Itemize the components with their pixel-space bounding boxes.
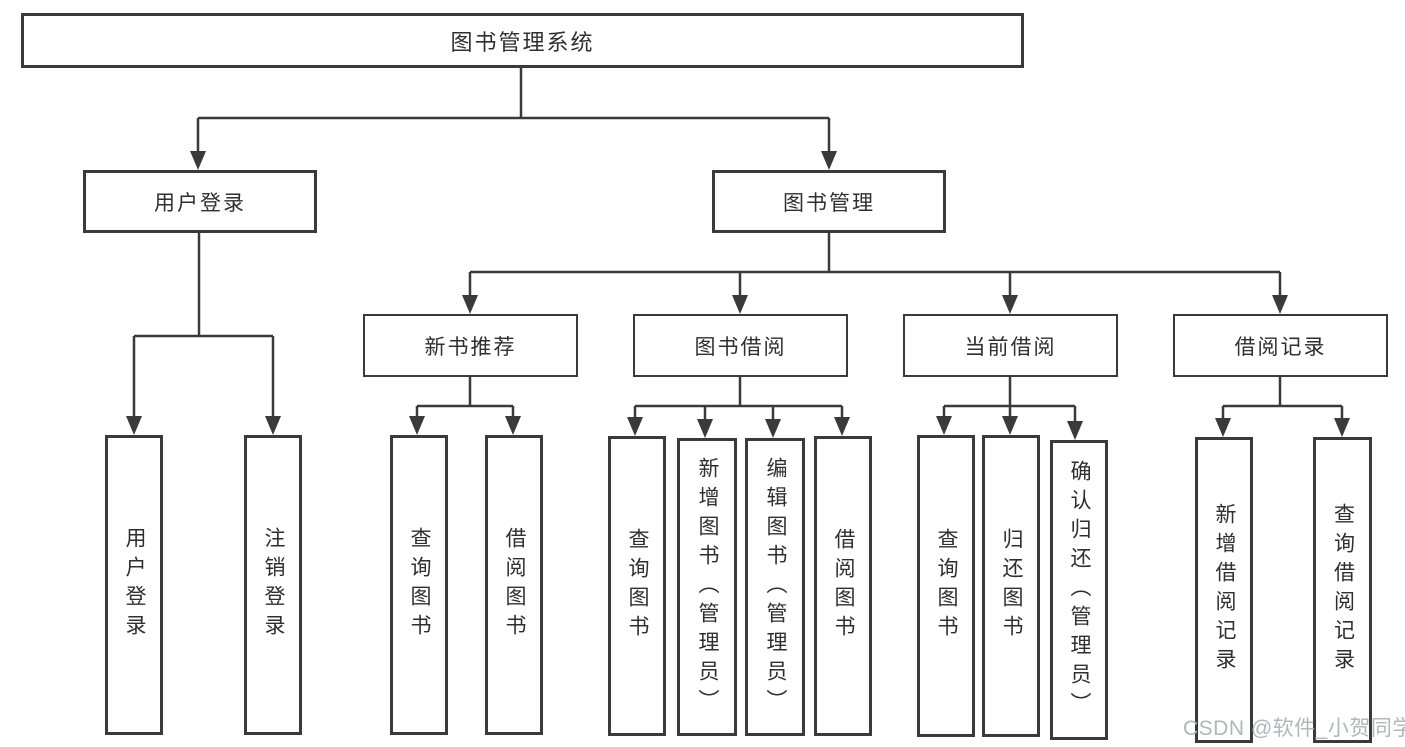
- csdn-watermark: CSDN @软件_小贺同学: [1183, 717, 1405, 740]
- leaf-edit-books-admin: 编辑图书（管理员）: [745, 438, 805, 736]
- leaf-query-books-recommend: 查询图书: [390, 435, 448, 735]
- leaf-query-books-current: 查询图书: [917, 435, 975, 737]
- leaf-confirm-return-admin: 确认归还（管理员）: [1050, 440, 1108, 740]
- node-book-borrow: 图书借阅: [633, 314, 848, 377]
- leaf-user-login: 用户登录: [105, 435, 163, 735]
- arrowheads: [126, 151, 1350, 440]
- node-library-management-system: 图书管理系统: [21, 13, 1024, 68]
- node-new-book-recommend: 新书推荐: [363, 314, 578, 377]
- leaf-query-borrow-record: 查询借阅记录: [1313, 437, 1372, 743]
- node-borrow-records: 借阅记录: [1173, 314, 1388, 377]
- leaf-borrow-books-recommend: 借阅图书: [485, 435, 543, 735]
- leaf-add-borrow-record: 新增借阅记录: [1195, 437, 1253, 743]
- node-user-login: 用户登录: [83, 170, 317, 233]
- leaf-query-books-borrow: 查询图书: [608, 436, 666, 736]
- leaf-borrow-books: 借阅图书: [814, 436, 872, 736]
- leaf-add-books-admin: 新增图书（管理员）: [677, 438, 737, 736]
- leaf-return-books: 归还图书: [982, 435, 1040, 737]
- leaf-logout: 注销登录: [244, 435, 302, 735]
- node-current-borrow: 当前借阅: [903, 314, 1118, 377]
- node-book-management: 图书管理: [712, 170, 946, 233]
